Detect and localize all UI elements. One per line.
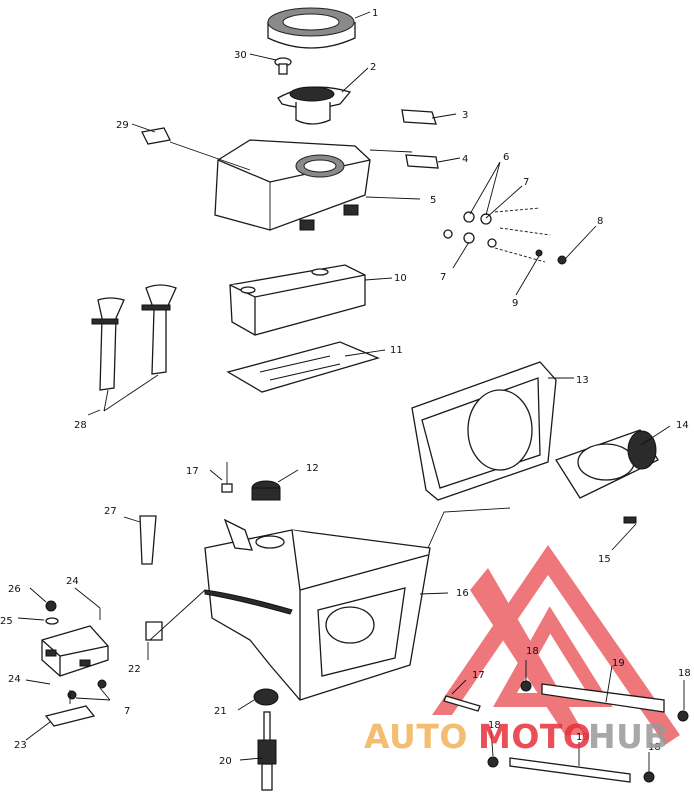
callout-7a: 7	[523, 177, 529, 188]
callout-25: 25	[0, 616, 13, 627]
callout-17b: 17	[472, 670, 485, 681]
callout-4: 4	[462, 154, 468, 165]
part-17-18-19-hoses	[443, 680, 689, 783]
part-13-mounting-plate	[411, 361, 557, 501]
part-28-drain-tubes	[91, 284, 177, 391]
part-14-intake-duct	[555, 429, 659, 499]
part-3-decal	[401, 109, 437, 125]
callout-8: 8	[597, 216, 603, 227]
callout-18b: 18	[678, 668, 691, 679]
part-11-filter-plate	[226, 341, 380, 393]
callout-7c: 7	[124, 706, 130, 717]
callout-16: 16	[456, 588, 469, 599]
part-23-bracket	[44, 679, 107, 727]
callout-13: 13	[576, 375, 589, 386]
part-12-cap	[251, 480, 281, 501]
watermark-auto: AUTO	[364, 717, 468, 756]
leader-lines	[17, 11, 685, 772]
callout-numbers: 1 30 2 3 29 4 6 7 5 8 7 10 9 11 13 28 14…	[0, 8, 691, 767]
part-15-screw	[623, 516, 637, 524]
callout-19a: 19	[612, 658, 625, 669]
callout-26: 26	[8, 584, 21, 595]
callout-14: 14	[676, 420, 689, 431]
watermark-text: AUTO MOTO HUB	[364, 717, 669, 756]
callout-18d: 18	[648, 742, 661, 753]
callout-7b: 7	[440, 272, 446, 283]
callout-9: 9	[512, 298, 518, 309]
callout-18a: 18	[526, 646, 539, 657]
callout-18c: 18	[488, 720, 501, 731]
callout-3: 3	[462, 110, 468, 121]
callout-22: 22	[128, 664, 141, 675]
callout-5: 5	[430, 195, 436, 206]
part-6-7-8-9-hardware	[443, 207, 567, 265]
part-22-decal	[145, 621, 163, 641]
callout-17a: 17	[186, 466, 199, 477]
callout-20: 20	[219, 756, 232, 767]
part-16-airbox-base	[204, 518, 431, 701]
part-1-intake-boot	[267, 7, 356, 49]
part-17-screw	[221, 462, 233, 493]
callout-28: 28	[74, 420, 87, 431]
part-29-decal	[141, 127, 171, 145]
part-20-drain-valve	[257, 711, 277, 791]
callout-10: 10	[394, 273, 407, 284]
part-10-air-filter	[229, 264, 366, 336]
callout-27: 27	[104, 506, 117, 517]
part-24-25-26-module	[41, 600, 109, 677]
callout-19b: 19	[576, 732, 589, 743]
watermark-moto: MOTO	[478, 717, 591, 756]
callout-11: 11	[390, 345, 403, 356]
callout-6: 6	[503, 152, 509, 163]
callout-12: 12	[306, 463, 319, 474]
part-4-decal	[405, 154, 439, 169]
callout-21: 21	[214, 706, 227, 717]
watermark-hub: HUB	[588, 717, 669, 756]
callout-29: 29	[116, 120, 129, 131]
part-27-strap	[139, 515, 157, 565]
part-2-adapter	[277, 86, 352, 125]
callout-24b: 24	[8, 674, 21, 685]
part-30-rivet	[274, 57, 292, 75]
callout-30: 30	[234, 50, 247, 61]
part-21-grommet	[253, 688, 279, 706]
callout-1: 1	[372, 8, 378, 19]
callout-24a: 24	[66, 576, 79, 587]
callout-23: 23	[14, 740, 27, 751]
callout-15: 15	[598, 554, 611, 565]
callout-2: 2	[370, 62, 376, 73]
part-5-airbox-cover	[214, 139, 371, 231]
watermark-logo	[432, 545, 680, 745]
